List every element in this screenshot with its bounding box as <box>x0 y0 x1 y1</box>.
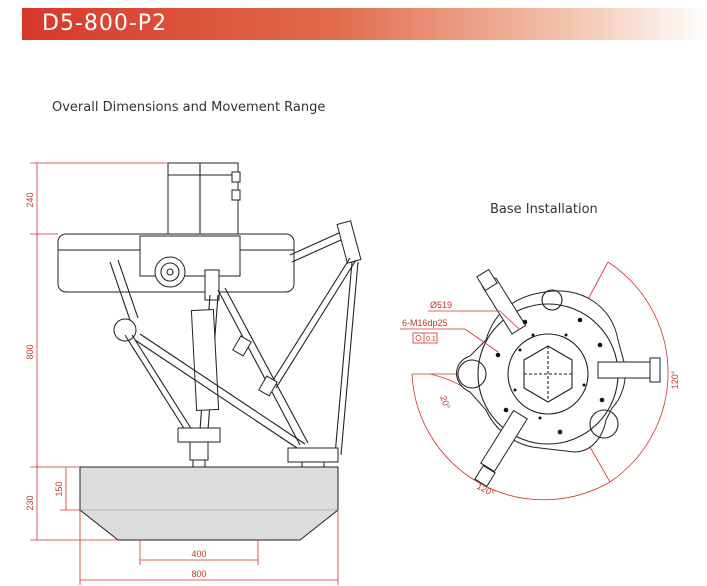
horizontal-dimensions: 400 800 <box>79 510 339 585</box>
base-top-view <box>411 261 669 501</box>
tolerance-frame <box>412 332 438 344</box>
arc-120-bottom <box>411 373 611 501</box>
title-banner: D5-800-P2 <box>22 8 707 40</box>
dim-800-horizontal: 800 <box>191 569 206 579</box>
overall-dimensions-title: Overall Dimensions and Movement Range <box>52 100 326 115</box>
model-title: D5-800-P2 <box>42 11 168 36</box>
annotation-diameter: Ø519 <box>430 300 452 310</box>
annotation-angle-120-right: 120° <box>670 370 680 389</box>
effector-platform-2 <box>287 447 339 463</box>
motor-housing <box>167 162 239 236</box>
annotation-holes: 6-M16dp25 <box>402 318 448 328</box>
annotation-angle-120-bottom: 120° <box>475 481 496 499</box>
work-envelope <box>79 466 339 541</box>
base-annotations: Ø519 6-M16dp25 0.1 20° 120° 120° <box>400 300 680 499</box>
motor-gear <box>154 256 186 288</box>
position-tolerance-icon <box>415 335 422 341</box>
dim-230: 230 <box>25 495 35 510</box>
dim-400: 400 <box>191 549 206 559</box>
vertical-dimensions: 240 800 230 150 <box>25 162 168 541</box>
base-plate-outline <box>456 290 626 453</box>
annotation-angle-20: 20° <box>438 394 452 411</box>
arm-right <box>597 357 661 383</box>
arm-top <box>476 268 527 335</box>
dim-150: 150 <box>54 481 64 496</box>
base-installation-title: Base Installation <box>490 202 598 217</box>
arm-bottom <box>474 409 528 488</box>
annotation-tolerance: 0.1 <box>426 336 436 343</box>
side-view-robot <box>57 162 362 509</box>
dim-800-vertical: 800 <box>25 344 35 359</box>
arc-120-right <box>607 261 669 483</box>
effector-platform-1 <box>177 427 221 443</box>
dim-240: 240 <box>25 192 35 207</box>
